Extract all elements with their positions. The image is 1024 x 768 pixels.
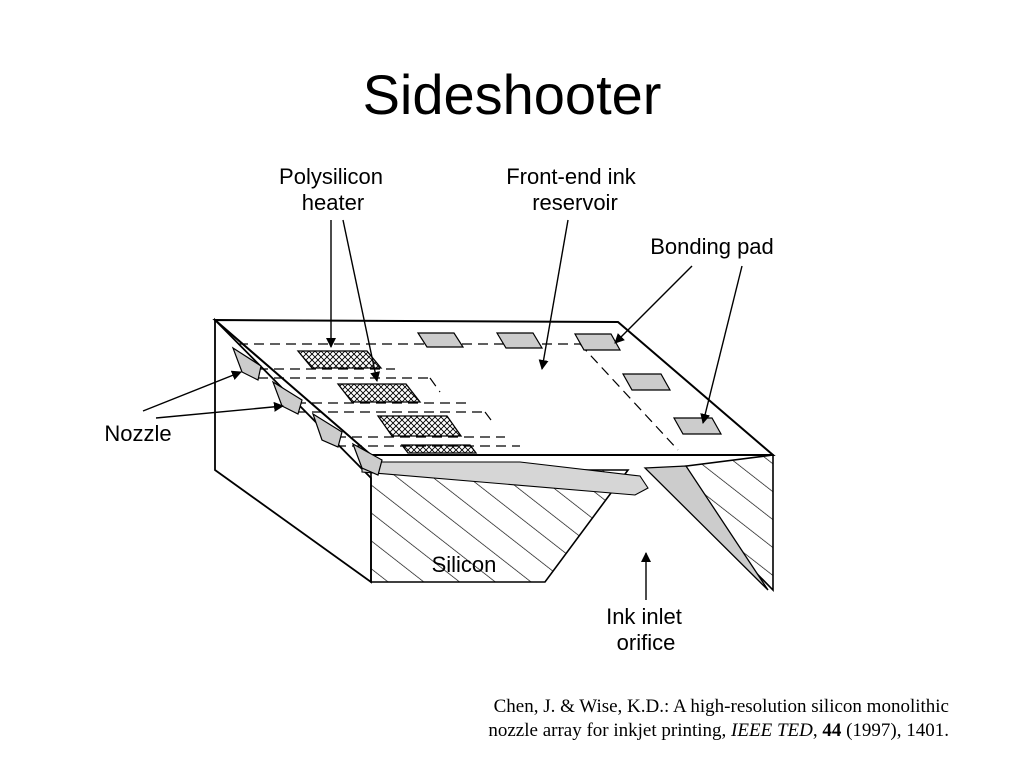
arrow-reservoir	[538, 219, 569, 370]
label-heater-line2: heater	[302, 190, 364, 215]
arrow-heater-2	[342, 219, 381, 382]
label-bonding-pad: Bonding pad	[650, 234, 774, 259]
bonding-pad-2	[495, 332, 544, 349]
nozzle-3	[311, 412, 343, 448]
citation: Chen, J. & Wise, K.D.: A high-resolution…	[329, 695, 949, 743]
bonding-pad-5	[672, 417, 723, 435]
label-reservoir-line2: reservoir	[532, 190, 618, 215]
channel-membrane	[361, 461, 649, 496]
arrow-nozzle-1	[142, 370, 242, 412]
citation-journal: IEEE TED	[731, 720, 813, 741]
arrow-nozzle-2	[155, 401, 284, 419]
nozzles	[231, 346, 383, 476]
label-inlet-line2: orifice	[617, 630, 676, 655]
citation-volume: 44	[822, 720, 842, 741]
leader-arrows	[142, 219, 743, 600]
citation-line1: Chen, J. & Wise, K.D.: A high-resolution…	[493, 696, 949, 717]
bonding-pad-3	[573, 333, 622, 351]
nozzle-4	[351, 442, 383, 476]
arrow-bonding-pad-1	[614, 265, 693, 344]
heater-1	[296, 350, 383, 369]
arrow-bonding-pad-2	[700, 265, 743, 424]
label-heater-line1: Polysilicon	[279, 164, 383, 189]
citation-line2: nozzle array for inkjet printing, IEEE T…	[488, 720, 949, 741]
label-nozzle: Nozzle	[104, 421, 171, 446]
bonding-pad-1	[416, 332, 465, 348]
polysilicon-heaters	[296, 350, 478, 454]
v-groove-wall	[643, 465, 769, 591]
label-inlet-line1: Ink inlet	[606, 604, 682, 629]
heater-2	[336, 383, 422, 403]
nozzle-2	[271, 380, 303, 415]
dashed-channels	[238, 343, 679, 451]
bonding-pads	[416, 332, 723, 435]
heater-3	[376, 415, 463, 437]
slide-title: Sideshooter	[362, 63, 662, 126]
heater-4	[400, 444, 478, 454]
label-silicon: Silicon	[432, 552, 497, 577]
label-reservoir-line1: Front-end ink	[506, 164, 637, 189]
bonding-pad-4	[621, 373, 672, 391]
nozzle-1	[231, 346, 262, 381]
